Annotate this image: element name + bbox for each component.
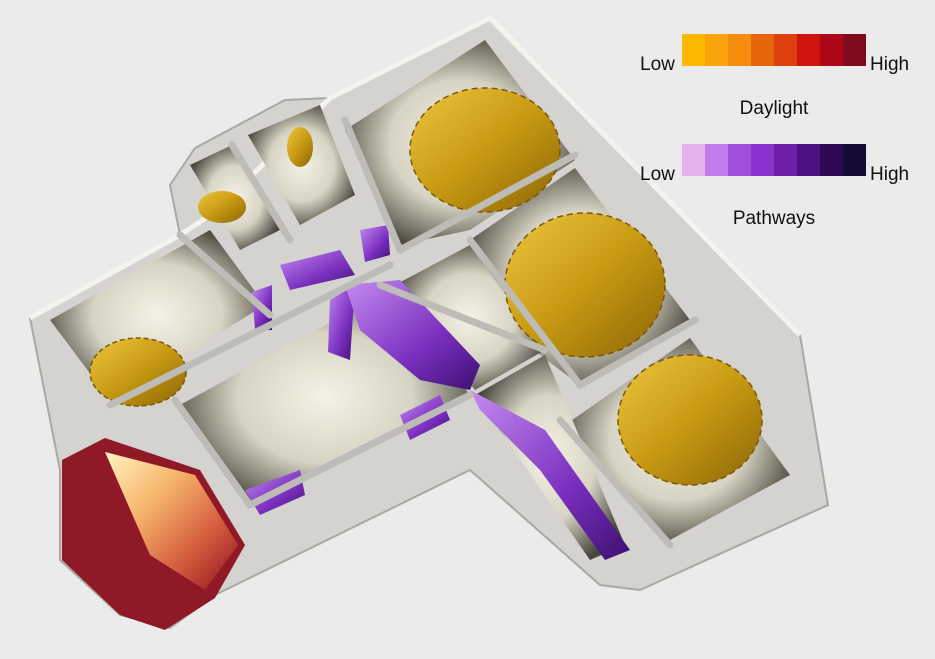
daylight-volume-right bbox=[504, 212, 666, 358]
legend-pathways-high-label: High bbox=[870, 164, 910, 185]
legend-pathways-swatch bbox=[797, 144, 820, 176]
legend-pathways-swatch bbox=[843, 144, 866, 176]
legend-daylight-high-label: High bbox=[870, 54, 910, 75]
legend-pathways-swatch bbox=[705, 144, 728, 176]
daylight-volume-small-a bbox=[198, 191, 246, 223]
daylight-volume-upper bbox=[409, 87, 561, 213]
legend-daylight-swatch bbox=[797, 34, 820, 66]
legend-daylight-swatch bbox=[682, 34, 705, 66]
balcony bbox=[62, 438, 245, 630]
legend-daylight-color-scale bbox=[682, 34, 866, 66]
legend-pathways-title: Pathways bbox=[732, 208, 816, 229]
legend-daylight-swatch bbox=[705, 34, 728, 66]
pathway-volume-5 bbox=[470, 390, 630, 560]
legend-daylight: Low High Daylight bbox=[630, 34, 930, 140]
legend-daylight-swatch bbox=[751, 34, 774, 66]
daylight-volume-bottom-right bbox=[617, 354, 763, 486]
legend-pathways-swatch bbox=[774, 144, 797, 176]
legend-pathways-color-scale bbox=[682, 144, 866, 176]
legend-pathways-low-label: Low bbox=[640, 164, 675, 185]
daylight-volumes bbox=[89, 87, 763, 486]
pathway-volume-3 bbox=[345, 280, 480, 390]
legend-daylight-swatch bbox=[728, 34, 751, 66]
legend-daylight-swatch bbox=[820, 34, 843, 66]
legend-daylight-low-label: Low bbox=[640, 54, 675, 75]
legend-pathways-swatch bbox=[682, 144, 705, 176]
legend-pathways-swatch bbox=[820, 144, 843, 176]
daylight-volume-small-b bbox=[287, 127, 313, 167]
pathway-volume-8 bbox=[360, 225, 390, 262]
pathway-volumes bbox=[245, 225, 630, 560]
legend-daylight-title: Daylight bbox=[739, 98, 809, 119]
pathway-volume-2 bbox=[328, 285, 355, 360]
daylight-volume-left bbox=[89, 337, 187, 407]
legend-pathways-swatch bbox=[728, 144, 751, 176]
pathway-volume-1 bbox=[280, 250, 355, 290]
legend-pathways: Low High Pathways bbox=[630, 144, 930, 250]
legend-daylight-swatch bbox=[843, 34, 866, 66]
legend-daylight-swatch bbox=[774, 34, 797, 66]
interior-walls bbox=[106, 116, 699, 549]
legend-pathways-swatch bbox=[751, 144, 774, 176]
